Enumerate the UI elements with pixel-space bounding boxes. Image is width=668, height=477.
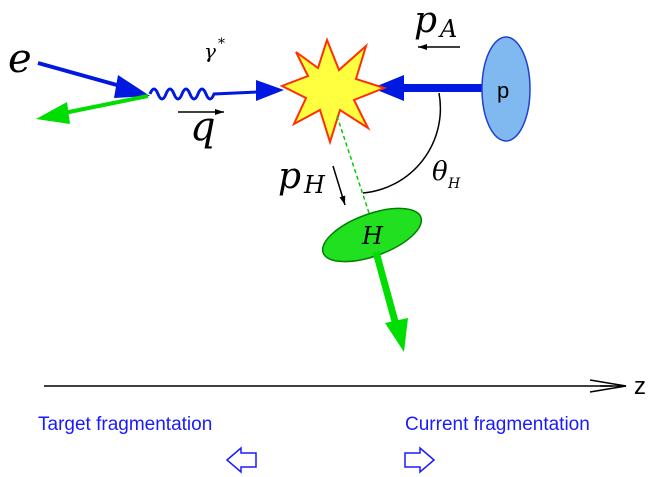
proton-beam bbox=[372, 75, 486, 101]
electron-label: e bbox=[8, 36, 32, 82]
current-fragmentation-label: Current fragmentation bbox=[405, 414, 590, 435]
photon-star-label: * bbox=[218, 36, 225, 52]
hadron-label: H bbox=[361, 222, 384, 250]
q-label: q bbox=[190, 104, 216, 150]
proton bbox=[481, 36, 531, 142]
virtual-photon bbox=[148, 80, 284, 101]
pH-vector-arrow bbox=[332, 165, 346, 206]
pH-label: p bbox=[278, 156, 301, 197]
interaction-vertex bbox=[279, 37, 387, 146]
z-axis-label: z bbox=[634, 373, 646, 400]
right-hollow-arrow bbox=[404, 446, 436, 474]
scattered-electron bbox=[36, 94, 149, 124]
photon-label: γ bbox=[204, 39, 216, 63]
hadron-momentum-arrow bbox=[372, 251, 408, 352]
theta-subscript: H bbox=[447, 176, 461, 192]
left-hollow-arrow bbox=[225, 446, 257, 474]
proton-label: p bbox=[497, 78, 509, 103]
incoming-electron bbox=[37, 61, 150, 98]
target-fragmentation-label: Target fragmentation bbox=[38, 414, 212, 435]
pA-subscript: A bbox=[438, 15, 457, 43]
theta-label: θ bbox=[432, 157, 448, 187]
z-axis bbox=[44, 379, 627, 393]
pH-subscript: H bbox=[303, 171, 326, 199]
angle-arc bbox=[362, 92, 442, 194]
pA-label: p bbox=[414, 0, 437, 41]
hadron-direction-dashed bbox=[336, 115, 373, 223]
